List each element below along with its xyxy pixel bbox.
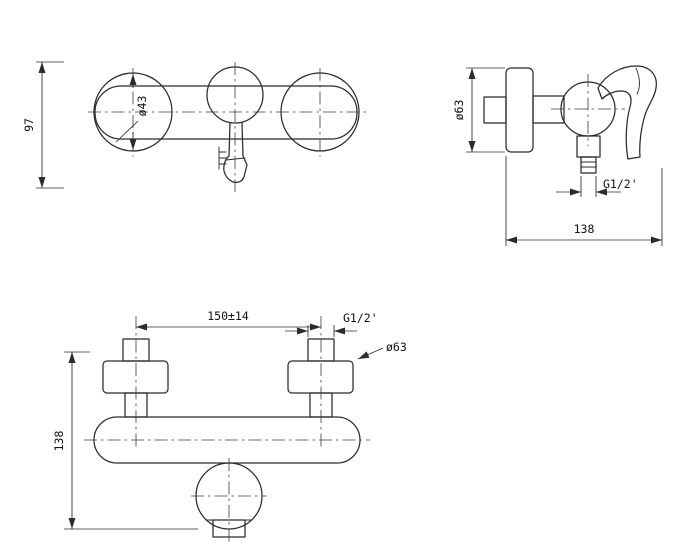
mixer-body-front — [94, 85, 358, 140]
dimension-depth-138-side: 138 — [505, 156, 663, 246]
dimension-diameter-43: ø43 — [115, 74, 149, 150]
front-view-centerlines — [88, 62, 368, 192]
outlet-thread-stub — [580, 156, 597, 174]
dim-label-thread: G1/2' — [603, 177, 638, 191]
dimension-diameter-63-side: ø63 — [452, 67, 505, 153]
dimension-diameter-63-plan: ø63 — [357, 340, 407, 360]
handle-joint-line — [225, 157, 246, 161]
outlet-block — [576, 135, 601, 158]
neck — [532, 95, 565, 124]
leader-line — [357, 347, 384, 360]
inlet-connector-square — [483, 96, 507, 124]
dim-label-diameter-43: ø43 — [135, 96, 149, 117]
left-escutcheon-plan — [102, 360, 169, 394]
dim-label-spacing-150: 150±14 — [207, 309, 249, 323]
front-view: 97 ø43 — [22, 61, 368, 192]
handle-lever-side — [597, 65, 657, 160]
dimension-thread-g12-plan: G1/2' — [285, 311, 378, 337]
right-escutcheon-plan — [287, 360, 354, 394]
outlet-stub-front — [218, 146, 227, 170]
dimension-depth-138-plan: 138 — [52, 351, 198, 530]
plan-view-centerlines — [84, 316, 370, 545]
dim-label-diameter-63: ø63 — [452, 100, 466, 121]
plan-view: 150±14 G1/2' ø63 138 — [52, 309, 407, 545]
dimension-height-97: 97 — [22, 61, 64, 189]
handle-detail-line — [635, 67, 640, 95]
dim-label-depth-138-plan: 138 — [52, 431, 66, 452]
leader-line — [115, 120, 139, 143]
side-view-geometry — [483, 65, 657, 174]
dim-label-thread-plan: G1/2' — [343, 311, 378, 325]
dimension-thread-g12-side: G1/2' — [556, 176, 638, 197]
dimension-spacing-150: 150±14 — [136, 309, 321, 331]
wall-flange — [505, 67, 534, 153]
dim-label-depth-138: 138 — [574, 222, 595, 236]
side-view: ø63 G1/2' 138 — [452, 65, 663, 246]
dim-label-height-97: 97 — [22, 118, 36, 132]
handle-lever-front — [223, 122, 248, 184]
plan-view-geometry — [93, 338, 361, 538]
side-view-centerlines — [551, 74, 625, 146]
outlet-circle-plan — [195, 462, 263, 530]
dim-label-diameter-63-plan: ø63 — [386, 340, 407, 354]
